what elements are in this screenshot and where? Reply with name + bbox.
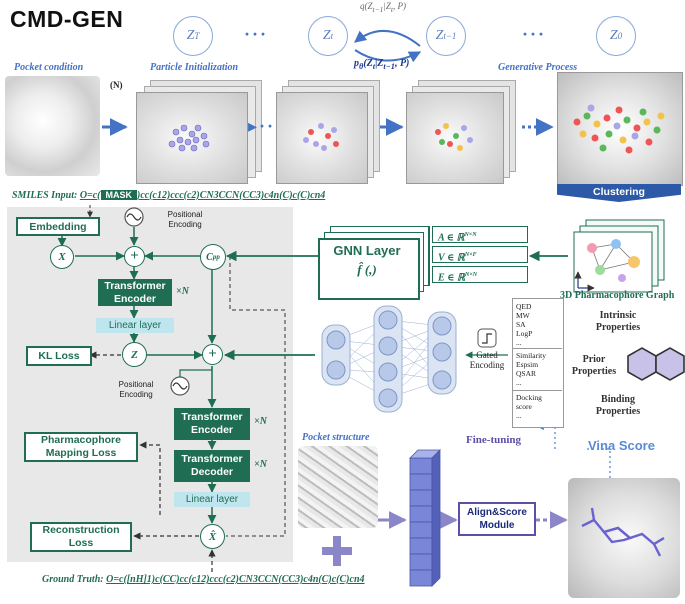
kl-loss-box: KL Loss <box>26 346 92 366</box>
pharmacophore-graph-label: 3D Pharmacophore Graph <box>560 290 675 301</box>
clustering-label: Clustering <box>593 186 645 198</box>
binding-properties-label: Binding Properties <box>595 394 641 417</box>
pharmacophore-loss-box: Pharmacophore Mapping Loss <box>24 432 138 462</box>
transformer-encoder-1: Transformer Encoder <box>98 279 172 306</box>
forward-arc <box>354 29 421 47</box>
gnn-matrices <box>428 226 532 286</box>
positional-encoding-icon-2 <box>170 376 190 396</box>
ellipsis-1: ··· <box>244 24 269 44</box>
matrix-v: V ∈ ℝN×F <box>432 246 528 263</box>
positional-encoding-label-1: Positional Encoding <box>167 210 203 229</box>
pocket-structure-label: Pocket structure <box>302 432 370 443</box>
feature-vector <box>409 457 433 587</box>
linear-layer-2: Linear layer <box>174 492 250 507</box>
particle-init-label: Particle Initialization <box>150 62 239 73</box>
n-label: (N) <box>110 80 123 90</box>
pocket-condition-label: Pocket condition <box>14 62 84 73</box>
ground-truth-value: O=c([nH]1)c(CC)cc(c12)ccc(c2)CN3CCN(CC3)… <box>106 574 365 585</box>
smiles-input-label: SMILES Input: <box>12 190 78 201</box>
property-list-box <box>512 298 564 428</box>
reconstruction-loss-box: Reconstruction Loss <box>30 522 132 552</box>
ellipsis-3: ▸··· <box>248 116 284 136</box>
gated-encoding-label: Gated Encoding <box>469 350 505 370</box>
particle-dots-1 <box>168 124 210 152</box>
transformer-decoder: Transformer Decoder <box>174 450 250 482</box>
positional-encoding-icon-1 <box>124 207 144 227</box>
docked-ligand-image <box>568 478 680 598</box>
generative-dots <box>573 104 665 154</box>
times-n-2: ×N <box>254 416 267 427</box>
diagram-title: CMD-GEN <box>10 6 124 32</box>
pocket-structure-image <box>298 446 378 528</box>
ground-truth-row: Ground Truth: O=c([nH]1)c(CC)cc(c12)ccc(… <box>42 574 365 585</box>
gen-step-image-1 <box>276 92 368 184</box>
clustering-banner <box>557 184 681 202</box>
forward-label: q(Zt−1|Zt, P) <box>360 1 406 14</box>
ellipsis-2: ··· <box>522 24 547 44</box>
smiles-prefix: O=c( <box>79 190 101 201</box>
plus-sign <box>322 536 352 566</box>
prior-properties-label: Prior Properties <box>571 354 617 377</box>
property-list-2: Similarity Espsim QSAR ... <box>516 351 546 387</box>
ground-truth-label: Ground Truth: <box>42 574 104 585</box>
embedding-box: Embedding <box>16 217 100 236</box>
matrix-e: E ∈ ℝN×N <box>432 266 528 283</box>
particle-dots-3 <box>435 123 473 151</box>
vina-score-label: Vina Score <box>588 438 655 453</box>
x-node: X <box>50 245 74 269</box>
reverse-label: pθ(Zt|Zt−1, P) <box>354 58 410 71</box>
plus-node-1: + <box>124 246 145 267</box>
smiles-input-row: SMILES Input: O=c(MASK)cc(c12)ccc(c2)CN3… <box>12 190 325 201</box>
molecule-icon <box>627 347 685 381</box>
property-list-3: Docking score ... <box>516 393 542 420</box>
smiles-suffix: )cc(c12)ccc(c2)CN3CCN(CC3)c4n(C)c(C)cn4 <box>137 190 326 201</box>
z-node: Z <box>122 342 147 367</box>
particle-init-image <box>136 92 248 184</box>
transformer-encoder-2: Transformer Encoder <box>174 408 250 440</box>
pocket-surface-image <box>5 76 100 176</box>
positional-encoding-label-2: Positional Encoding <box>118 380 154 399</box>
x-hat-node: X̂ <box>200 524 225 549</box>
generative-label: Generative Process <box>498 62 578 73</box>
gnn-title: GNN Layer <box>333 243 401 258</box>
property-list-1: QED MW SA LogP ... <box>516 302 533 347</box>
matrix-a: A ∈ ℝN×N <box>432 226 528 243</box>
intrinsic-properties-label: Intrinsic Properties <box>595 310 641 333</box>
times-n-1: ×N <box>176 286 189 297</box>
gnn-layer-box <box>318 238 420 300</box>
generative-result-image <box>557 72 683 186</box>
plus-node-2: + <box>202 344 223 365</box>
ligand-structure <box>581 507 665 557</box>
align-score-module: Align&Score Module <box>458 502 536 536</box>
reverse-arc <box>354 49 422 63</box>
pharmacophore-graph <box>573 219 665 293</box>
times-n-3: ×N <box>254 459 267 470</box>
fine-tuning-label: Fine-tuning <box>466 434 522 446</box>
particle-dots-2 <box>303 123 339 151</box>
gnn-function: f̂ (,) <box>357 262 377 277</box>
linear-layer-1: Linear layer <box>96 318 174 333</box>
mask-token: MASK <box>100 190 138 200</box>
